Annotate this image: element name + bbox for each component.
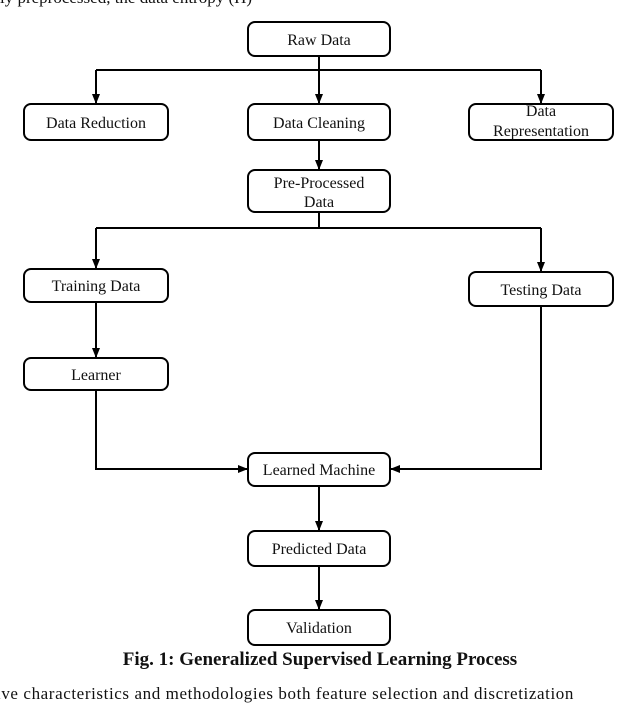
node-training-data: Training Data [23,268,169,303]
arrow-testing-to-learned [390,306,542,473]
node-label: Testing Data [500,282,581,299]
node-learner: Learner [23,357,169,391]
node-label: Data [304,194,334,211]
node-label: Data [526,103,556,120]
node-raw-data: Raw Data [247,21,391,57]
arrow-learner-to-learned [95,390,248,473]
connectors [92,56,545,610]
body-text-top-fragment: ly preprocessed, the data entropy (H) [0,0,640,8]
node-pre-processed-data: Pre-Processed Data [247,169,391,213]
node-label: Learner [71,367,121,384]
edge-preprocessed-bus [96,212,541,229]
node-label: Data Reduction [46,115,146,132]
node-testing-data: Testing Data [468,271,614,307]
node-label: Raw Data [287,32,351,49]
node-validation: Validation [247,609,391,646]
figure-caption: Fig. 1: Generalized Supervised Learning … [122,649,518,670]
node-label: Training Data [52,278,141,295]
node-label: Data Cleaning [273,115,365,132]
node-data-reduction: Data Reduction [23,103,169,141]
body-text-bottom-fragment: ive characteristics and methodologies bo… [0,684,574,703]
node-data-representation: Data Representation [468,103,614,141]
node-label: Representation [493,123,589,140]
node-learned-machine: Learned Machine [247,452,391,487]
node-label: Learned Machine [263,462,375,479]
node-label: Validation [286,620,352,637]
node-predicted-data: Predicted Data [247,530,391,567]
node-label: Predicted Data [272,541,367,558]
node-data-cleaning: Data Cleaning [247,103,391,141]
node-label: Pre-Processed [274,175,365,192]
